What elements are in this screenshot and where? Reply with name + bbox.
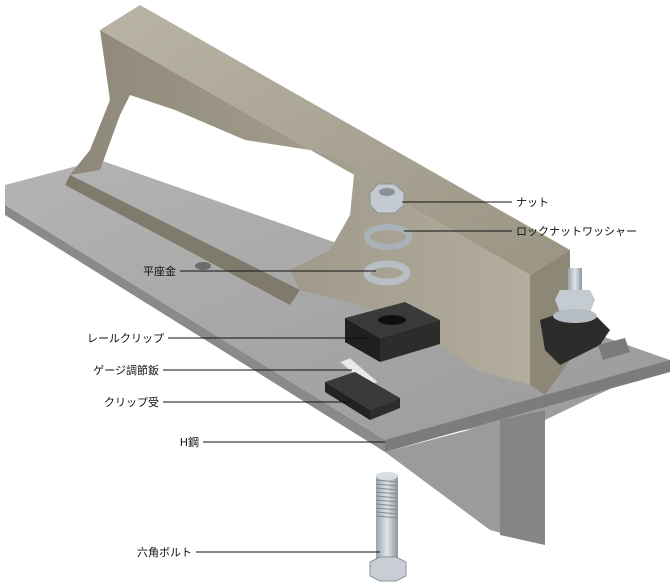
nut-shape [369, 183, 405, 214]
clip-seat-right [370, 398, 400, 420]
label-flat-washer: 平座金 [143, 264, 176, 278]
nut-hole-icon [379, 188, 395, 196]
label-h-beam: H鋼 [180, 435, 199, 449]
installed-bolt-stud [568, 268, 582, 296]
flat-washer-part [363, 260, 411, 286]
h-beam-web-shade [500, 410, 545, 545]
label-lock-washer: ロックナットワッシャー [516, 225, 637, 238]
bolt-thread-line [375, 499, 399, 503]
installed-washer [553, 309, 597, 323]
bolt-thread-line [375, 495, 399, 499]
h-beam-flange-right [385, 360, 670, 452]
installed-clip-assembly [540, 268, 630, 365]
clip-seat-part [325, 372, 400, 420]
rail-front-profile [70, 30, 530, 385]
rail-clip-part [345, 302, 440, 362]
bolt-thread-line [375, 511, 399, 515]
label-hex-bolt: 六角ボルト [137, 546, 192, 559]
flat-washer-shape [363, 260, 411, 286]
rail-clip-right [380, 320, 440, 362]
lock-washer-shape [364, 224, 412, 250]
label-nut: ナット [516, 196, 549, 209]
bolt-thread-line [375, 487, 399, 491]
label-gauge-plate: ゲージ調節鈑 [93, 363, 159, 377]
nut-part [369, 183, 405, 214]
rail-clip-front [345, 318, 380, 362]
hex-bolt-tip [376, 472, 398, 480]
flange-hole-icon [195, 262, 211, 270]
installed-gauge-plate [598, 338, 630, 360]
lock-washer-part [364, 224, 412, 250]
clip-seat-top [325, 372, 400, 410]
bolt-thread-line [375, 515, 399, 519]
rail-base-front [65, 175, 300, 305]
bolt-thread-line [375, 491, 399, 495]
hex-bolt-part [369, 472, 407, 582]
rail-clip-slot-icon [378, 315, 406, 325]
hex-bolt-head [369, 556, 407, 582]
bolt-thread-line [375, 483, 399, 487]
hex-bolt-threads [375, 479, 399, 519]
label-clip-seat: クリップ受 [104, 396, 159, 409]
clip-seat-front [325, 382, 370, 420]
bolt-thread-line [375, 503, 399, 507]
h-beam-flange-front [5, 205, 385, 452]
label-rail-clip: レールクリップ [87, 332, 164, 345]
bolt-thread-line [375, 479, 399, 483]
bolt-thread-line [375, 507, 399, 511]
rail-head-top [100, 5, 570, 275]
installed-nut [555, 290, 595, 312]
